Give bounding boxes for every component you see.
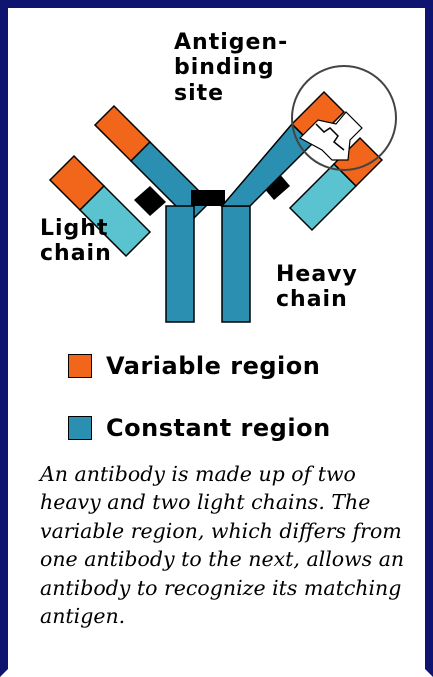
binding-site-circle: [291, 65, 397, 171]
disulfide-bonds: [134, 172, 290, 216]
legend-constant-region: Constant region: [68, 414, 331, 442]
legend-constant-swatch: [68, 416, 92, 440]
right-light-heavy-link: [262, 172, 290, 200]
heavy-chain-label: Heavy chain: [276, 262, 358, 313]
legend-variable-swatch: [68, 354, 92, 378]
legend-variable-region: Variable region: [68, 352, 320, 380]
heavy-heavy-link: [191, 190, 225, 206]
light-chain-label: Light chain: [40, 216, 112, 267]
left-light-chain: [48, 154, 152, 258]
right-heavy-chain-constant-arm: [220, 122, 314, 207]
antigen-shape: [299, 111, 363, 161]
antigen-binding-site: [291, 65, 397, 171]
heavy-chain-stems: [165, 205, 251, 323]
legend-variable-label: Variable region: [106, 352, 321, 380]
left-light-chain-constant: [78, 184, 152, 258]
left-light-heavy-link: [134, 186, 166, 216]
figure-caption: An antibody is made up of two heavy and …: [40, 462, 405, 629]
right-light-chain: [288, 136, 384, 232]
right-light-chain-variable: [332, 136, 384, 188]
legend-constant-label: Constant region: [106, 414, 331, 442]
left-heavy-chain-stem: [165, 205, 195, 323]
antigen-binding-site-label: Antigen- binding site: [174, 30, 289, 106]
right-heavy-chain-stem: [221, 205, 251, 323]
binding-notch-lines: [315, 123, 345, 151]
